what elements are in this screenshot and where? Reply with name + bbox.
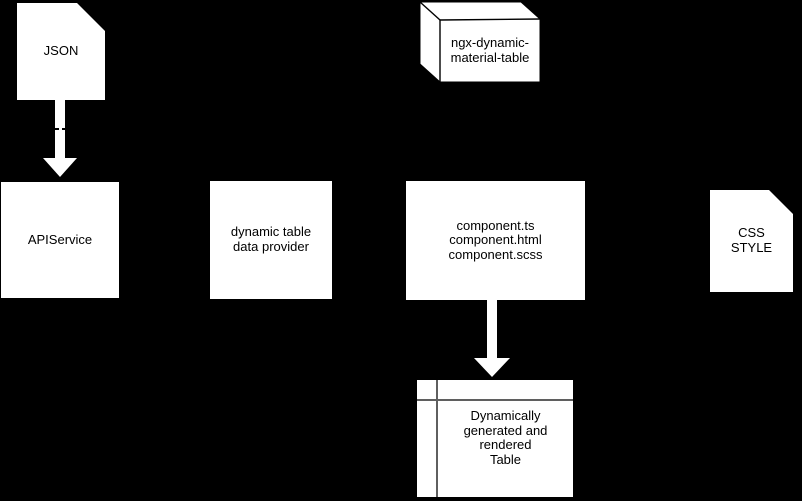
json-document-label: JSON [43,43,79,59]
apiservice-label: APIService [27,231,93,247]
apiservice-node: APIService [1,182,119,298]
component-files-label: component.ts component.html component.sc… [448,217,543,262]
arrow-json-to-apiservice [43,98,77,177]
component-files-node: component.ts component.html component.sc… [406,181,585,300]
library-cube-label: ngx-dynamic- material-table [450,35,530,65]
library-cube-shape [419,1,541,83]
css-style-document-shape [710,190,793,292]
css-style-label: CSS STYLE [730,225,773,255]
data-provider-label: dynamic table data provider [230,224,312,254]
arrow-component-to-table [474,299,510,377]
data-provider-node: dynamic table data provider [210,181,332,299]
rendered-table-label: Dynamically generated and rendered Table [463,408,548,467]
table-header-divider [417,399,573,401]
json-document-shape [17,3,105,100]
table-column-divider [436,380,438,497]
rendered-table-node: Dynamically generated and rendered Table [417,380,573,497]
